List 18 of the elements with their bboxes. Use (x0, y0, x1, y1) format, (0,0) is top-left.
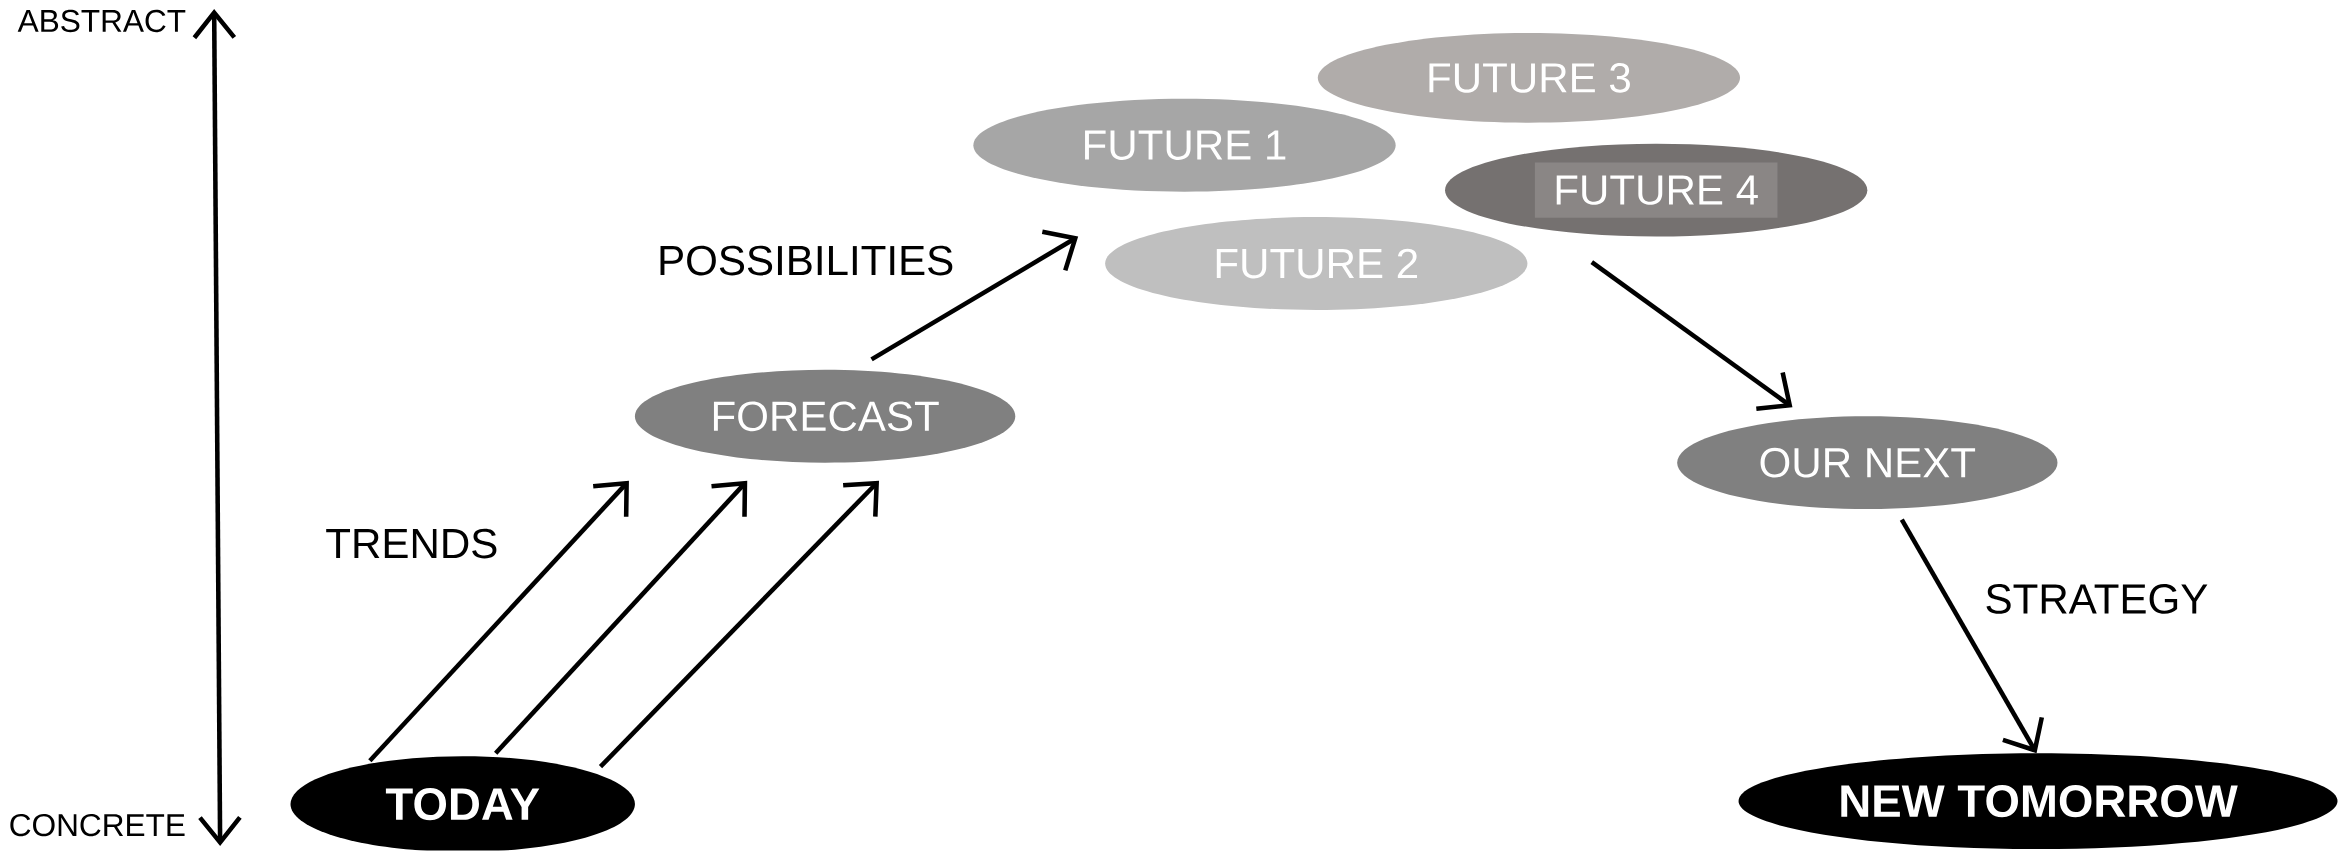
ellipse-node: NEW TOMORROW (1738, 753, 2338, 850)
arrow (870, 229, 1079, 362)
flow-label: TRENDS (326, 528, 497, 559)
axis-label: ABSTRACT (17, 10, 186, 33)
arrow (368, 480, 629, 763)
axis-label: CONCRETE (10, 814, 185, 837)
ellipse-node: OUR NEXT (1677, 416, 2058, 510)
arrow (598, 480, 879, 769)
arrow (1590, 260, 1793, 412)
arrow (494, 480, 748, 755)
ellipse-node: FUTURE 4 (1445, 144, 1868, 237)
flow-label: POSSIBILITIES (660, 245, 953, 276)
ellipse-node: FUTURE 2 (1105, 217, 1528, 311)
flow-label: STRATEGY (1986, 584, 2208, 615)
ellipse-node: FUTURE 3 (1317, 33, 1741, 123)
ellipse-node: FORECAST (634, 370, 1016, 463)
ellipse-node: FUTURE 1 (973, 99, 1396, 192)
arrow (1899, 518, 2045, 754)
